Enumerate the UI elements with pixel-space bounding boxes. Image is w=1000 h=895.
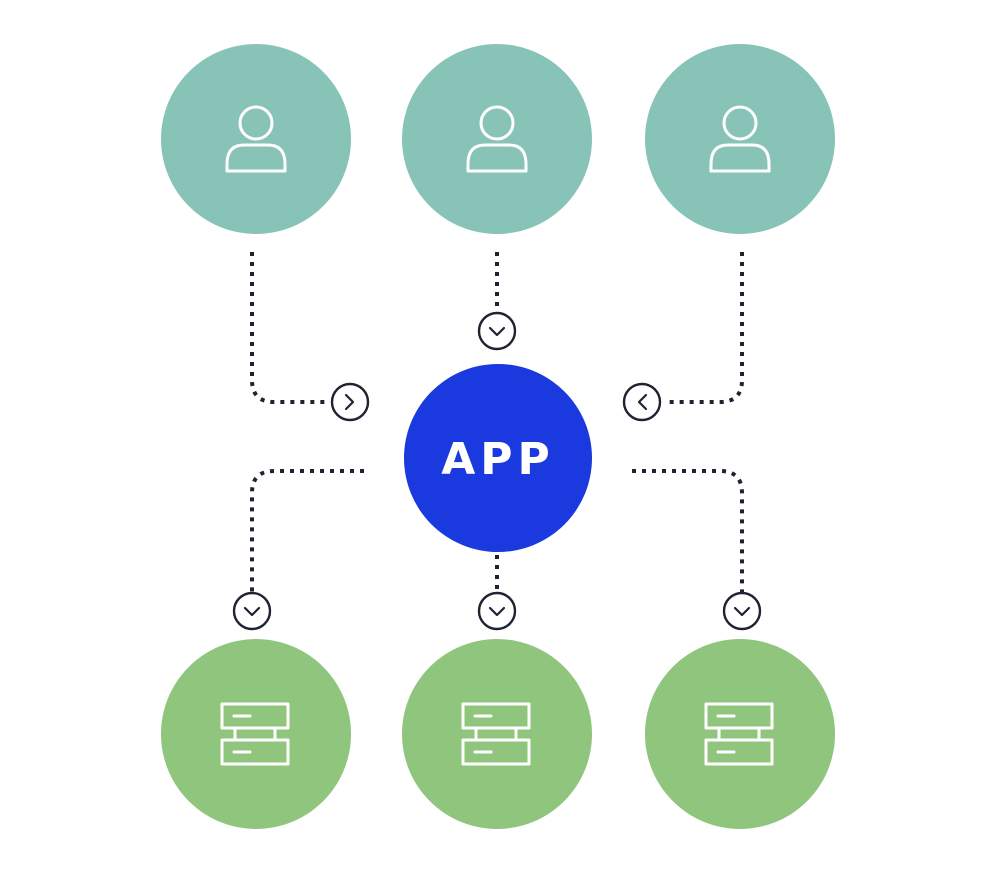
chevron-left-icon — [622, 382, 662, 422]
chevron-down-icon — [722, 591, 762, 631]
user-node-right — [645, 44, 835, 234]
server-node-circle — [161, 639, 351, 829]
user-node-left — [161, 44, 351, 234]
server-icon — [704, 702, 774, 766]
chevron-down-icon — [477, 591, 517, 631]
connector-user-left-to-app — [250, 252, 330, 404]
chevron-down-icon — [477, 311, 517, 351]
app-node: APP — [404, 364, 592, 552]
user-icon — [466, 105, 528, 173]
connector-user-right-to-app — [664, 252, 744, 404]
chevron-right-icon — [330, 382, 370, 422]
server-icon — [461, 702, 531, 766]
server-node-middle — [402, 639, 592, 829]
server-node-circle — [645, 639, 835, 829]
server-node-circle — [402, 639, 592, 829]
server-icon — [220, 702, 290, 766]
server-node-right — [645, 639, 835, 829]
connector-app-to-server-right — [632, 469, 744, 592]
connector-app-to-server-left — [250, 469, 364, 592]
user-icon — [709, 105, 771, 173]
app-node-circle — [404, 364, 592, 552]
server-node-left — [161, 639, 351, 829]
chevron-down-icon — [232, 591, 272, 631]
app-label: APP — [441, 434, 555, 485]
user-icon — [225, 105, 287, 173]
user-node-middle — [402, 44, 592, 234]
